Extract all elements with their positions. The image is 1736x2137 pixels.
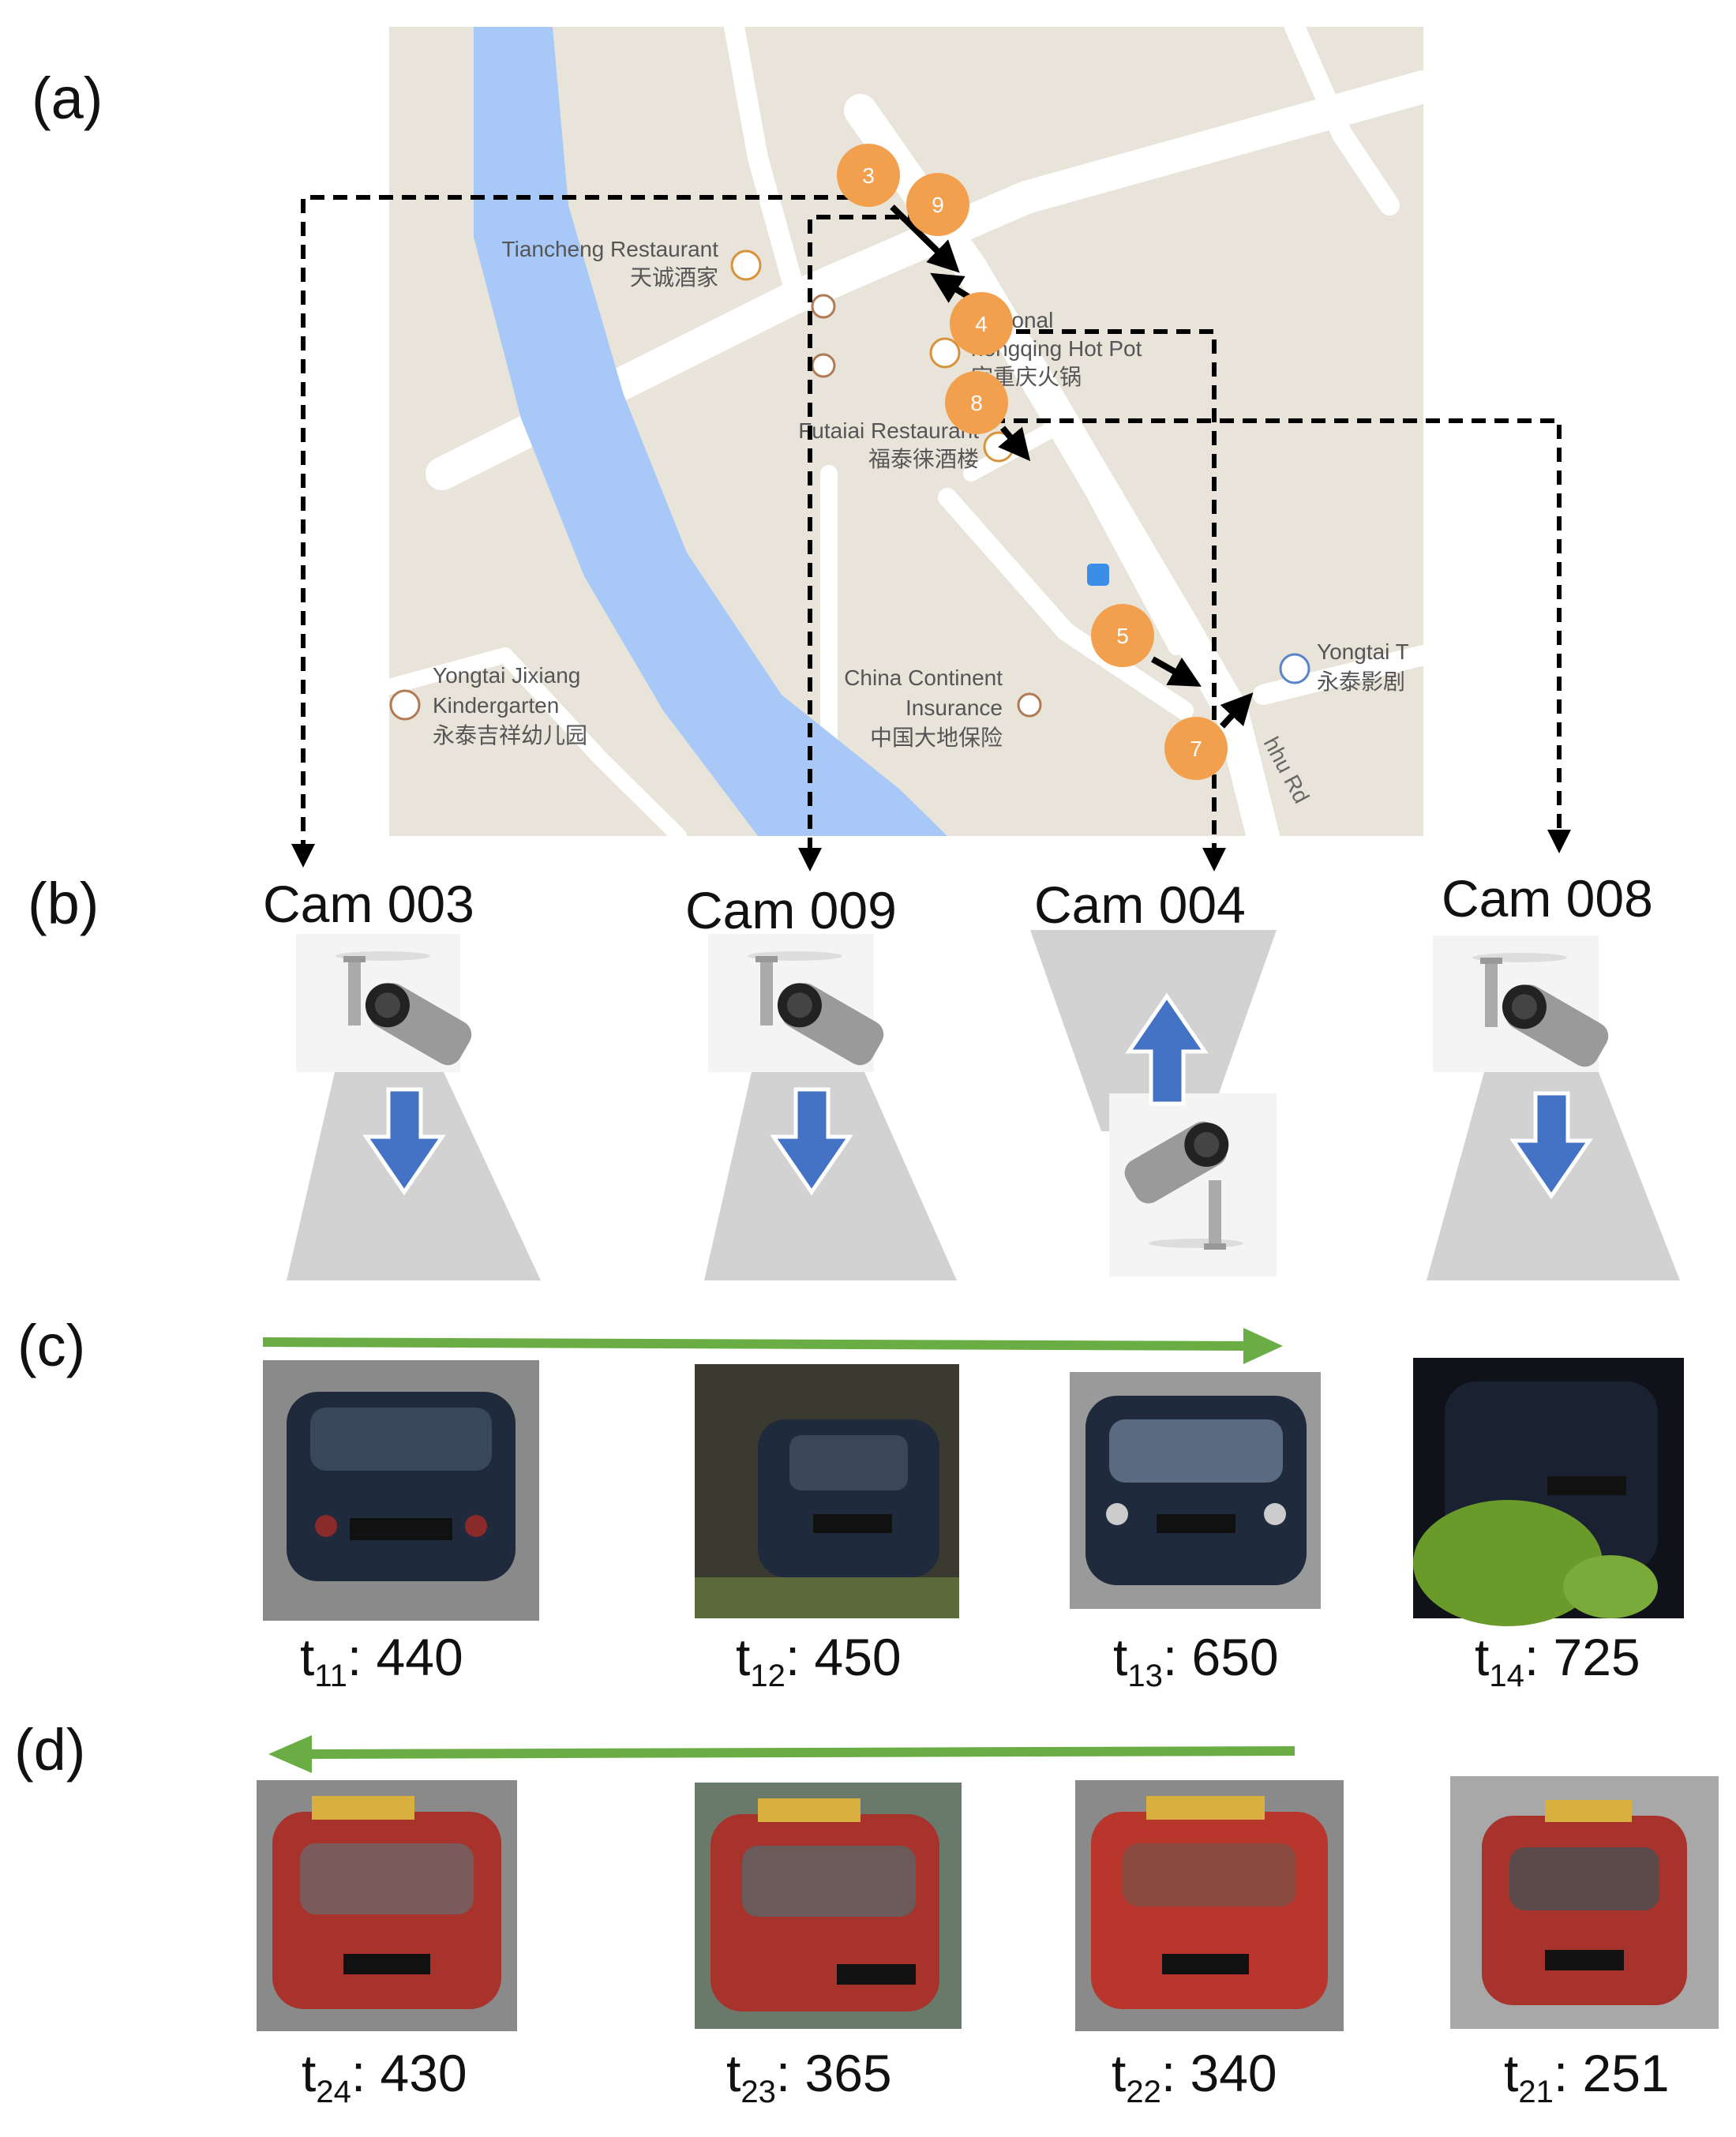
time-label: t13: 650 — [1113, 1628, 1279, 1693]
bus-stop-icon — [1087, 564, 1109, 586]
flow-arrows — [262, 1328, 1295, 1773]
connector-cam-003 — [291, 195, 851, 868]
camera-009-icon — [708, 934, 884, 1072]
route-arrow — [930, 272, 973, 303]
poi-icon — [1017, 692, 1042, 718]
camera-label-008: Cam 008 — [1442, 869, 1653, 928]
vehicle-thumbnail — [1450, 1776, 1719, 2029]
route-arrow — [1220, 692, 1254, 729]
connector-cam-004 — [993, 329, 1226, 872]
vehicle-thumbnail — [1413, 1358, 1684, 1626]
camera-004-icon — [1109, 1093, 1277, 1277]
cinema-icon — [1279, 653, 1310, 684]
map-place-label: Tiancheng Restaurant — [502, 237, 719, 261]
map-marker: 7 — [1164, 717, 1228, 780]
flow-arrow-right — [262, 1337, 1248, 1351]
route-arrows — [890, 204, 1254, 729]
map-place-label: Yongtai Jixiang — [433, 663, 580, 688]
time-label: t14: 725 — [1475, 1628, 1640, 1693]
map-marker-label: 7 — [1190, 737, 1202, 761]
map-place-label: 永泰影剧 — [1317, 669, 1405, 694]
panel-label-a: (a) — [32, 66, 103, 131]
panel-label-d: (d) — [14, 1717, 86, 1783]
vehicle-thumbnail — [257, 1780, 517, 2031]
route-arrow — [890, 204, 960, 273]
map-marker-label: 4 — [975, 312, 988, 336]
arrow-down-icon — [362, 1087, 446, 1196]
flow-arrow-left — [307, 1746, 1295, 1759]
map-marker-circle — [1164, 717, 1228, 780]
panel-label-c: (c) — [17, 1313, 86, 1378]
route-arrow — [1151, 656, 1202, 687]
map-place-label: Insurance — [905, 695, 1003, 720]
vehicle-thumbnail — [695, 1364, 959, 1618]
vehicle-thumbnails-c — [263, 1358, 1684, 1626]
connector-cam-008 — [991, 418, 1571, 853]
time-label: t11: 440 — [300, 1628, 463, 1693]
map-marker-circle — [950, 292, 1013, 355]
camera-label-003: Cam 003 — [263, 875, 474, 933]
map: Tiancheng Restaurant天诚酒家aditionalhongqin… — [389, 27, 1423, 836]
map-place-label: 天诚酒家 — [630, 265, 718, 290]
arrow-down-icon — [770, 1087, 853, 1196]
map-place-label: Kindergarten — [433, 693, 559, 718]
camera-008-icon — [1433, 935, 1609, 1072]
map-marker: 3 — [837, 144, 900, 207]
map-marker-label: 3 — [862, 163, 875, 188]
school-icon — [389, 689, 421, 721]
flow-arrow-left-head — [268, 1735, 312, 1773]
view-cone-cam-009 — [704, 1072, 957, 1280]
camera-label-009: Cam 009 — [685, 881, 897, 939]
map-place-label: Yongtai T — [1317, 639, 1409, 664]
map-marker-label: 9 — [932, 193, 944, 217]
map-place-label: 福泰徕酒楼 — [868, 447, 979, 471]
route-arrow — [998, 426, 1031, 462]
map-marker-label: 8 — [970, 391, 983, 415]
arrow-up-icon — [1125, 992, 1209, 1106]
panel-label-b: (b) — [28, 871, 99, 936]
vehicle-thumbnail — [263, 1360, 539, 1621]
map-place-label: 永泰吉祥幼儿园 — [433, 723, 587, 748]
camera-direction-arrows — [362, 992, 1593, 1200]
time-label: t24: 430 — [302, 2044, 467, 2109]
map-marker-circle — [945, 371, 1008, 434]
map-place-label: Futaiai Restaurant — [798, 418, 979, 443]
river — [474, 27, 947, 836]
vehicle-thumbnail — [1070, 1372, 1321, 1609]
restaurant-icon — [929, 337, 961, 369]
arrow-down-icon — [1509, 1091, 1593, 1200]
map-marker: 4 — [950, 292, 1013, 355]
map-marker: 5 — [1091, 604, 1154, 667]
poi-icon — [811, 294, 836, 319]
time-label: t22: 340 — [1112, 2044, 1277, 2109]
poi-icon — [811, 353, 836, 378]
map-marker-circle — [837, 144, 900, 207]
time-label: t21: 251 — [1504, 2044, 1670, 2109]
restaurant-icon — [730, 249, 762, 281]
camera-003-icon — [296, 934, 472, 1072]
map-marker: 9 — [906, 173, 969, 236]
camera-devices — [296, 934, 1609, 1277]
time-label: t12: 450 — [736, 1628, 902, 1693]
vehicle-thumbnail — [695, 1783, 962, 2029]
camera-label-004: Cam 004 — [1034, 875, 1246, 934]
map-place-label: 中国大地保险 — [870, 725, 1003, 750]
time-label: t23: 365 — [726, 2044, 892, 2109]
map-marker-label: 5 — [1116, 624, 1129, 648]
vehicle-thumbnails-d — [257, 1776, 1719, 2031]
vehicle-thumbnail — [1075, 1780, 1344, 2031]
map-marker-circle — [1091, 604, 1154, 667]
map-place-label: China Continent — [844, 665, 1003, 690]
dashed-connectors — [291, 195, 1571, 872]
map-marker: 8 — [945, 371, 1008, 434]
map-marker-circle — [906, 173, 969, 236]
flow-arrow-right-head — [1243, 1328, 1283, 1364]
map-markers: 3 9 4 8 5 7 — [837, 144, 1228, 780]
